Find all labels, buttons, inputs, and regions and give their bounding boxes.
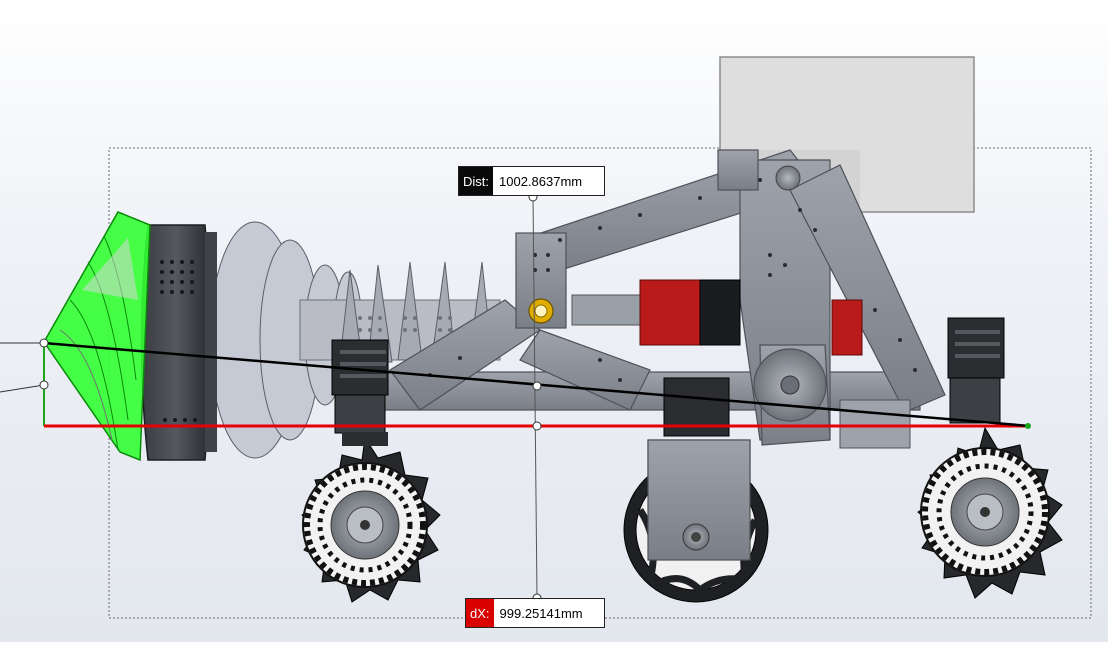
top-pivot xyxy=(775,165,801,191)
bearing xyxy=(528,298,554,324)
cutter-holes xyxy=(160,260,197,422)
dx-label: dX: xyxy=(466,599,494,627)
auger-cutter[interactable] xyxy=(43,211,501,462)
distance-value: 1002.8637mm xyxy=(493,167,589,195)
auger-blades xyxy=(339,261,493,363)
stepper-motor-rear[interactable] xyxy=(947,317,1005,424)
drive-motor[interactable] xyxy=(571,279,863,356)
stepper-motor-front[interactable] xyxy=(331,339,389,434)
measurement-lines xyxy=(0,192,1031,603)
drum-perforations xyxy=(358,316,452,332)
rear-wheel[interactable] xyxy=(917,426,1063,599)
middle-wheel[interactable] xyxy=(623,439,769,603)
front-wheel[interactable] xyxy=(301,432,441,603)
selected-cone xyxy=(43,211,151,462)
dx-value: 999.25141mm xyxy=(493,599,589,627)
frame-bolts xyxy=(428,178,917,382)
distance-callout[interactable]: Dist: 1002.8637mm xyxy=(458,166,605,196)
joint-disc xyxy=(753,348,827,422)
dx-callout[interactable]: dX: 999.25141mm xyxy=(465,598,605,628)
distance-label: Dist: xyxy=(459,167,493,195)
